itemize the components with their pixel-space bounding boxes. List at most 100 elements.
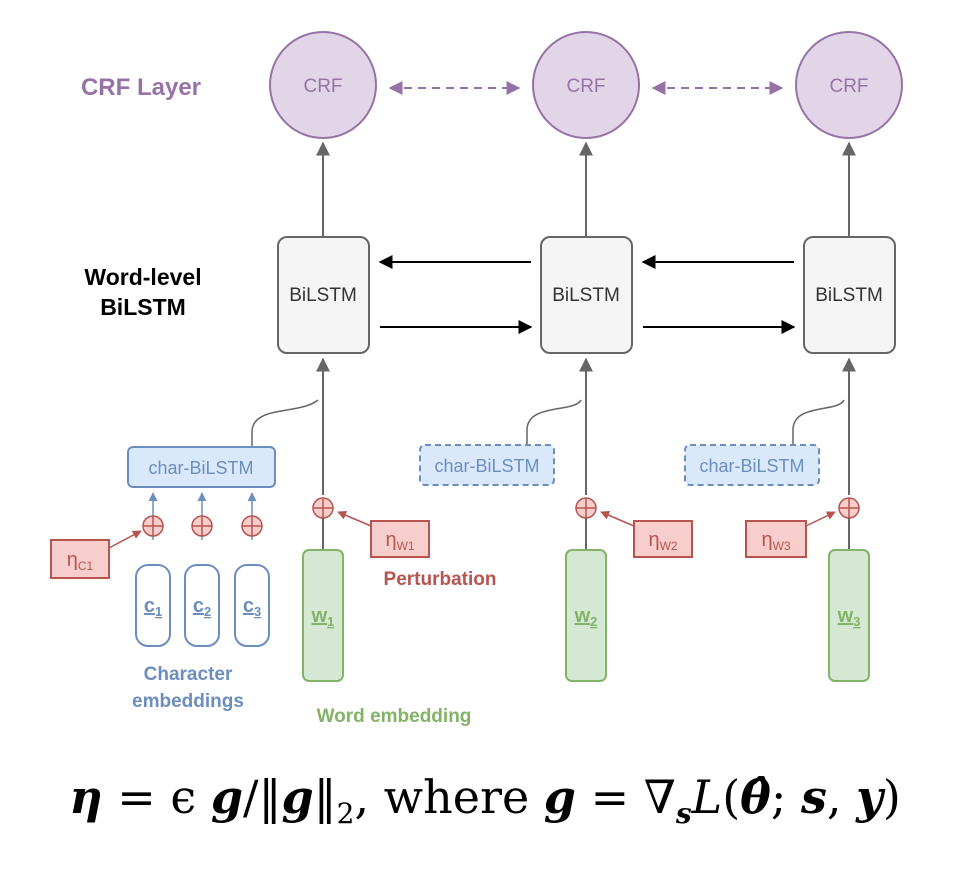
formula-eq1: = ϵ — [102, 770, 211, 824]
char-bilstm-node-3: char-BiLSTM — [684, 444, 820, 486]
eta-symbol: η — [761, 529, 772, 551]
formula-slash: /‖ — [242, 770, 282, 824]
character-embeddings-label-line1: Character — [144, 664, 233, 685]
word-plus-3 — [838, 497, 860, 519]
word-perturbation-2: ηW2 — [633, 520, 693, 558]
word-perturbation-1: ηW1 — [370, 520, 430, 558]
word-level-label-line1: Word-level — [84, 264, 201, 290]
character-embeddings-label-line2: embeddings — [132, 691, 244, 712]
formula-g2: g — [281, 770, 314, 824]
eta-symbol: η — [648, 529, 659, 551]
svg-text:c1: c1 — [144, 595, 162, 619]
word-embedding-index: 3 — [853, 614, 860, 629]
svg-text:ηW2: ηW2 — [648, 529, 677, 553]
char-bilstm-label: char-BiLSTM — [434, 456, 539, 476]
word-perturbation-sub: W3 — [773, 539, 791, 553]
word-perturbation-3: ηW3 — [745, 520, 807, 558]
char-plus-3 — [241, 515, 263, 537]
svg-text:ηW3: ηW3 — [761, 529, 790, 553]
char-plus-2 — [191, 515, 213, 537]
bilstm-node-1: BiLSTM — [277, 236, 370, 354]
bilstm-node-label: BiLSTM — [815, 285, 883, 306]
word-embedding-label: Word embedding — [317, 706, 472, 727]
eta-symbol: η — [67, 549, 78, 571]
word-embedding-index: 2 — [590, 614, 597, 629]
formula-s: s — [800, 770, 827, 824]
perturbation-formula: η = ϵ g/‖g‖2, where g = ∇sL(θ̂; s, y) — [0, 770, 970, 830]
formula-eta: η — [69, 770, 103, 824]
char-embedding-3: c3 — [234, 564, 270, 647]
crf-node-label: CRF — [303, 76, 342, 97]
formula-g1: g — [210, 770, 243, 824]
char-embedding-index: 2 — [204, 604, 211, 619]
crf-node-label: CRF — [829, 76, 868, 97]
word-embedding-3: w3 — [828, 549, 870, 682]
word-perturbation-arrow-3 — [805, 511, 836, 527]
word-embedding-letter: w — [574, 605, 591, 627]
svg-text:c3: c3 — [243, 595, 261, 619]
svg-text:w1: w1 — [311, 605, 335, 629]
char-perturbation: ηC1 — [50, 539, 110, 579]
svg-text:w3: w3 — [837, 605, 861, 629]
char-embedding-index: 3 — [254, 604, 261, 619]
char-connector-3 — [792, 399, 845, 445]
word-embedding-index: 1 — [327, 614, 334, 629]
char-embedding-letter: c — [193, 595, 204, 617]
char-plus-1 — [142, 515, 164, 537]
formula-theta: θ̂ — [740, 770, 771, 824]
formula-y: y — [856, 770, 883, 824]
char-perturbation-arrow — [108, 530, 142, 549]
architecture-diagram: CRF Layer Word-level BiLSTM CRF CRF CRF … — [50, 31, 903, 727]
word-perturbation-sub: W2 — [660, 539, 678, 553]
svg-text:w2: w2 — [574, 605, 598, 629]
formula-paren-close: ) — [882, 770, 901, 824]
char-bilstm-label: char-BiLSTM — [699, 456, 804, 476]
word-perturbation-sub: W1 — [397, 539, 415, 553]
char-bilstm-node-2: char-BiLSTM — [419, 444, 555, 486]
word-embedding-letter: w — [837, 605, 854, 627]
svg-text:c2: c2 — [193, 595, 211, 619]
formula-paren-open: ( — [722, 770, 741, 824]
bilstm-node-3: BiLSTM — [803, 236, 896, 354]
char-embedding-1: c1 — [135, 564, 171, 647]
formula-s-sub: s — [675, 797, 692, 831]
char-connector-1 — [251, 399, 319, 447]
word-plus-2 — [575, 497, 597, 519]
formula-norm-sub: 2 — [336, 797, 355, 831]
word-perturbation-arrow-1 — [337, 511, 372, 527]
formula-comma: , — [354, 770, 370, 824]
crf-node-label: CRF — [566, 76, 605, 97]
svg-text:ηW1: ηW1 — [385, 529, 414, 553]
perturbation-label: Perturbation — [384, 569, 497, 590]
char-embedding-2: c2 — [184, 564, 220, 647]
crf-node-3: CRF — [795, 31, 903, 139]
char-connector-2 — [526, 399, 582, 445]
crf-node-2: CRF — [532, 31, 640, 139]
char-embedding-index: 1 — [155, 604, 162, 619]
bilstm-node-label: BiLSTM — [289, 285, 357, 306]
word-embedding-2: w2 — [565, 549, 607, 682]
bilstm-node-2: BiLSTM — [540, 236, 633, 354]
svg-text:ηC1: ηC1 — [67, 549, 94, 573]
formula-where: where — [369, 770, 544, 824]
bilstm-node-label: BiLSTM — [552, 285, 620, 306]
crf-layer-label: CRF Layer — [81, 74, 201, 101]
word-perturbation-arrow-2 — [600, 511, 635, 527]
formula-g3: g — [543, 770, 576, 824]
formula-eq2: = ∇ — [575, 770, 676, 824]
formula-norm-end: ‖ — [313, 770, 337, 824]
eta-symbol: η — [385, 529, 396, 551]
word-plus-1 — [312, 497, 334, 519]
char-embedding-letter: c — [144, 595, 155, 617]
char-embedding-letter: c — [243, 595, 254, 617]
char-perturbation-sub: C1 — [78, 559, 94, 573]
formula-comma2: , — [826, 770, 857, 824]
word-embedding-1: w1 — [302, 549, 344, 682]
formula-semicolon: ; — [770, 770, 801, 824]
char-bilstm-label: char-BiLSTM — [148, 458, 253, 478]
word-level-label-line2: BiLSTM — [100, 294, 186, 320]
crf-node-1: CRF — [269, 31, 377, 139]
char-bilstm-node-1: char-BiLSTM — [127, 446, 276, 488]
word-embedding-letter: w — [311, 605, 328, 627]
formula-L: L — [691, 770, 723, 824]
